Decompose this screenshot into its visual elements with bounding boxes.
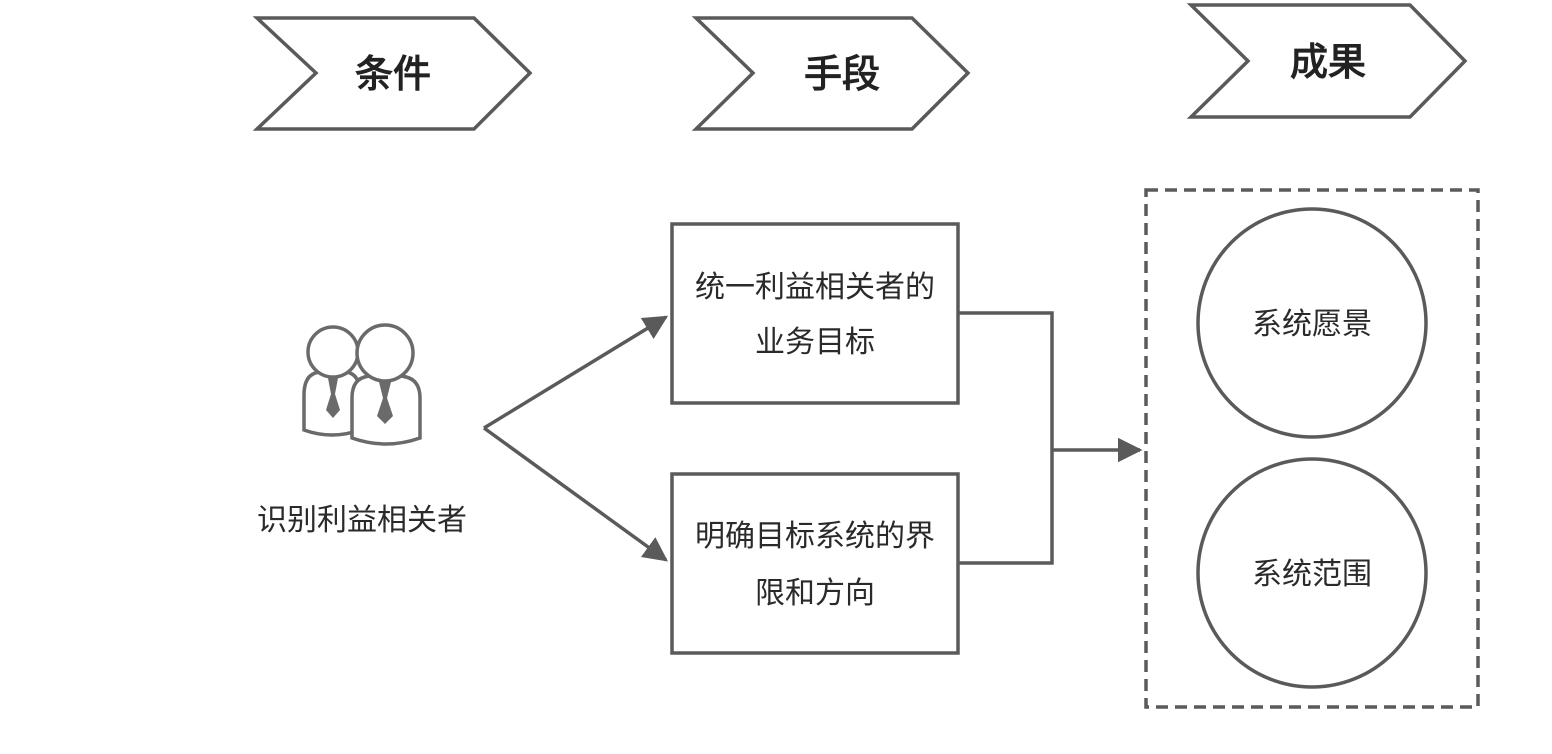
stakeholder-label: 识别利益相关者 xyxy=(257,503,467,538)
means-box-2: 明确目标系统的界 限和方向 xyxy=(670,472,960,655)
means-box-2-line1: 明确目标系统的界 xyxy=(695,519,935,554)
results-container xyxy=(1144,188,1480,709)
chevron-shape xyxy=(1186,3,1468,119)
means-box-1-line1: 统一利益相关者的 xyxy=(695,270,935,305)
merge-bracket xyxy=(958,311,1054,565)
header-results-label: 成果 xyxy=(1290,40,1366,84)
arrow-to-box2 xyxy=(482,426,668,562)
header-conditions: 条件 xyxy=(252,16,533,131)
result-circle-1-label: 系统愿景 xyxy=(1252,307,1372,342)
header-conditions-label: 条件 xyxy=(355,52,431,96)
chevron-shape xyxy=(252,16,533,131)
means-box-1: 统一利益相关者的 业务目标 xyxy=(670,222,960,405)
result-circle-2-label: 系统范围 xyxy=(1252,557,1372,592)
arrow-to-box1 xyxy=(483,315,669,430)
chevron-shape xyxy=(691,16,971,131)
means-box-1-line2: 业务目标 xyxy=(755,325,875,360)
people-icon xyxy=(302,323,422,446)
header-means: 手段 xyxy=(691,16,971,131)
header-results: 成果 xyxy=(1186,3,1468,119)
means-box-2-line2: 限和方向 xyxy=(755,576,875,611)
header-means-label: 手段 xyxy=(804,52,880,96)
result-circle-1: 系统愿景 xyxy=(1196,207,1428,439)
result-circle-2: 系统范围 xyxy=(1196,457,1428,689)
